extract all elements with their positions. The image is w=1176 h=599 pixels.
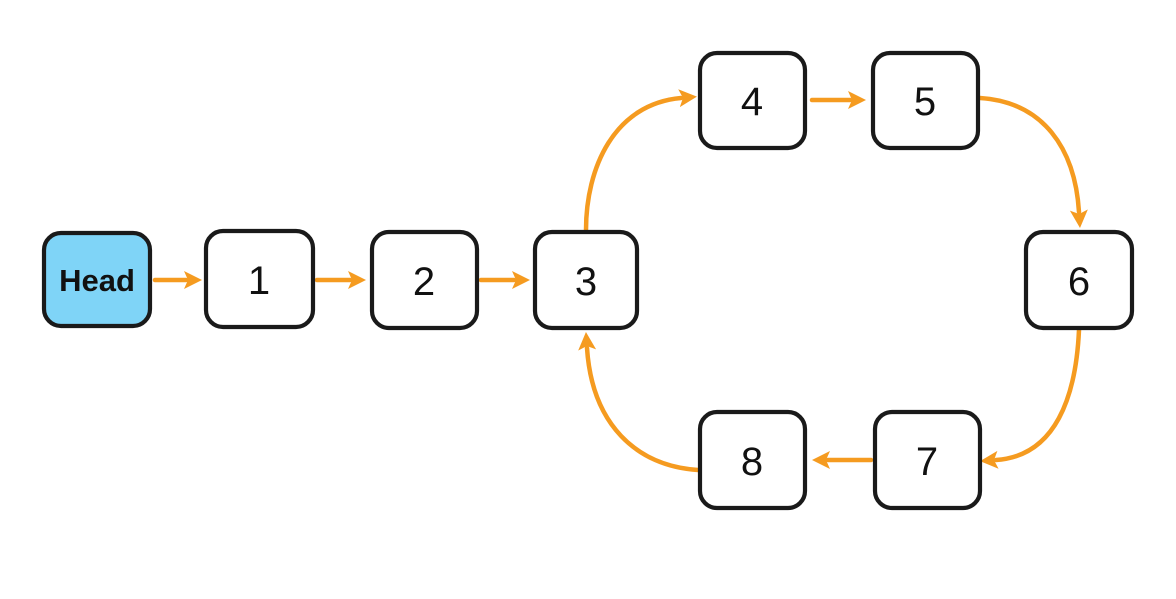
- node-3-box: [532, 229, 640, 331]
- node-1-box: [203, 228, 316, 330]
- node-3-label: 3: [575, 260, 597, 304]
- node-5-label: 5: [914, 80, 936, 124]
- node-head-label: Head: [59, 263, 135, 298]
- node-4-box: [697, 50, 808, 151]
- node-6-box: [1023, 229, 1135, 331]
- node-2: 2: [369, 229, 480, 331]
- node-6: 6: [1023, 229, 1135, 331]
- node-4-label: 4: [741, 80, 763, 124]
- node-8: 8: [697, 409, 808, 511]
- node-3: 3: [532, 229, 640, 331]
- node-8-box: [697, 409, 808, 511]
- node-7-box: [872, 409, 983, 511]
- edge-3-to-4: [583, 89, 697, 233]
- node-2-label: 2: [413, 260, 435, 304]
- node-1-label: 1: [248, 259, 270, 303]
- node-7: 7: [872, 409, 983, 511]
- node-1: 1: [203, 228, 316, 330]
- node-5: 5: [870, 50, 981, 151]
- edge-5-to-6: [977, 95, 1088, 228]
- edge-6-to-7: [980, 327, 1082, 469]
- node-2-box: [369, 229, 480, 331]
- node-head-box: [41, 230, 153, 329]
- node-head: Head: [41, 230, 153, 329]
- node-8-label: 8: [741, 440, 763, 484]
- node-7-label: 7: [916, 440, 938, 484]
- node-5-box: [870, 50, 981, 151]
- edge-8-to-3-cycle: [578, 332, 701, 473]
- node-6-label: 6: [1068, 260, 1090, 304]
- node-4: 4: [697, 50, 808, 151]
